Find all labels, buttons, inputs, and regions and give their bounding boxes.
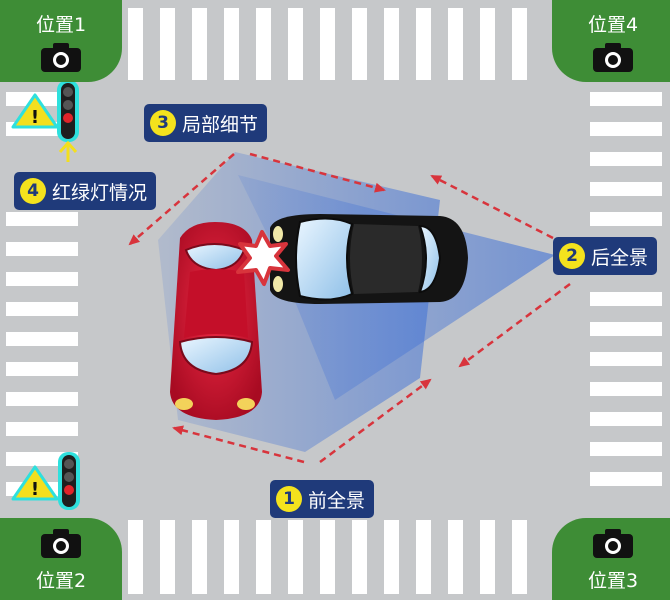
camera-icon — [41, 43, 81, 72]
path-front-right — [319, 378, 432, 464]
tag-rear-number: 2 — [559, 243, 585, 269]
crosswalk-bottom — [128, 520, 527, 594]
camera-position-4-label: 位置4 — [587, 14, 639, 36]
camera-position-2: 位置2 — [0, 518, 122, 600]
tag-front-label: 前全景 — [308, 489, 366, 512]
camera-icon — [41, 529, 81, 558]
path-rear-bottom — [458, 282, 571, 368]
path-detail-to-left — [128, 153, 235, 246]
warning-triangle-bottom-icon: ! — [11, 465, 59, 501]
camera-position-1: 位置1 — [0, 0, 122, 82]
tag-front-panorama: 1 前全景 — [270, 480, 375, 518]
camera-position-4: 位置4 — [552, 0, 670, 82]
collision-burst-icon — [236, 230, 290, 286]
path-front-left — [172, 425, 305, 464]
warning-triangle-top-icon: ! — [11, 93, 59, 129]
black-car — [270, 214, 468, 304]
camera-paths — [128, 152, 571, 464]
camera-icon — [593, 529, 633, 558]
path-rear-top — [430, 174, 554, 240]
camera-position-1-label: 位置1 — [35, 14, 87, 36]
camera-position-3-label: 位置3 — [587, 570, 639, 592]
camera-position-3: 位置3 — [552, 518, 670, 600]
tag-rear-panorama: 2 后全景 — [553, 237, 658, 275]
tag-signal-number: 4 — [20, 178, 46, 204]
camera-icon — [593, 43, 633, 72]
tag-detail-number: 3 — [150, 110, 176, 136]
crosswalk-top — [128, 8, 527, 80]
tag-local-detail: 3 局部细节 — [144, 104, 268, 142]
traffic-light-bottom-icon — [58, 452, 80, 510]
tag-signal-label: 红绿灯情况 — [52, 181, 148, 204]
traffic-light-top-icon — [57, 80, 79, 162]
tag-detail-label: 局部细节 — [182, 113, 259, 136]
tag-rear-label: 后全景 — [591, 246, 649, 269]
crosswalk-right — [590, 92, 662, 486]
tag-traffic-light-status: 4 红绿灯情况 — [14, 172, 157, 210]
warning-mark-bottom: ! — [31, 479, 39, 500]
camera-position-2-label: 位置2 — [35, 570, 87, 592]
warning-mark-top: ! — [31, 107, 39, 128]
tag-front-number: 1 — [276, 486, 302, 512]
